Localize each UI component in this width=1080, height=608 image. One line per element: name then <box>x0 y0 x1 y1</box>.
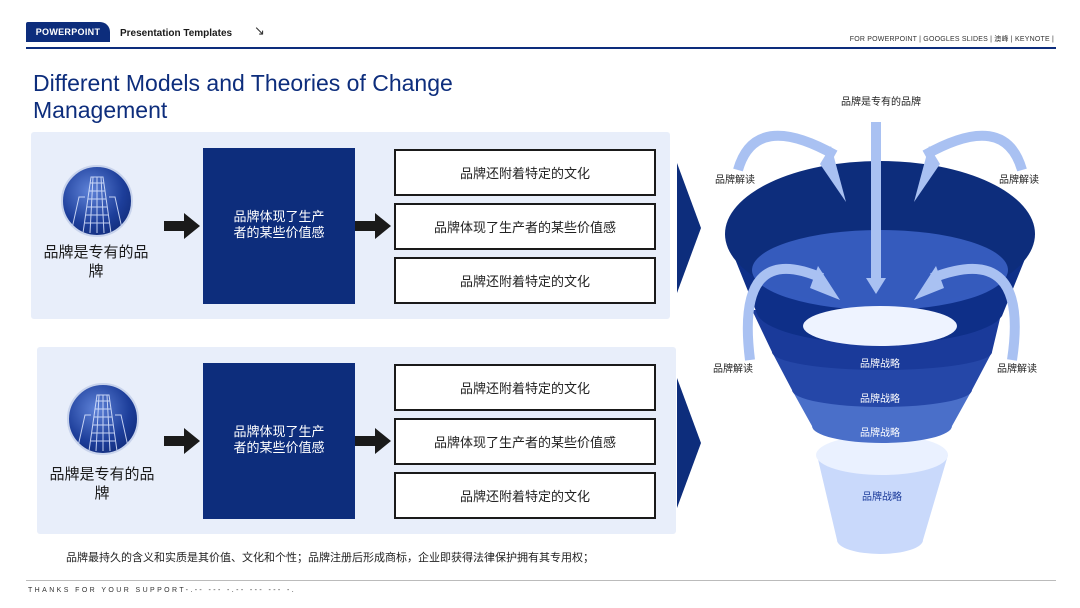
funnel-side-label-tl: 品牌解读 <box>715 175 755 186</box>
funnel-side-label-bl: 品牌解读 <box>713 364 753 375</box>
building-icon <box>67 383 139 455</box>
panel-2-core-box: 品牌体现了生产者的某些价值感 <box>203 363 355 519</box>
right-arrow-icon <box>355 428 391 454</box>
funnel-diagram <box>725 122 1035 554</box>
right-arrow-icon <box>164 213 200 239</box>
footer-divider <box>26 580 1056 581</box>
funnel-side-label-tr: 品牌解读 <box>999 175 1039 186</box>
diagonal-arrow-icon: ↘ <box>254 24 265 39</box>
chevron-arrow-icon <box>677 378 701 508</box>
footer-text: THANKS FOR YOUR SUPPORT-.-- --- -.-- ---… <box>28 587 297 594</box>
panel-2-item-3: 品牌还附着特定的文化 <box>394 472 656 519</box>
building-icon <box>61 165 133 237</box>
curved-arrow-icon <box>733 130 1027 361</box>
funnel-layer-3-label: 品牌战略 <box>860 428 900 439</box>
header-platforms: FOR POWERPOINT | GOOGLES SLIDES | 澳峰 | K… <box>849 36 1054 43</box>
header-divider <box>26 47 1056 49</box>
page-title: Different Models and Theories of Change … <box>33 70 453 123</box>
header-title: Presentation Templates <box>120 28 233 39</box>
funnel-side-label-br: 品牌解读 <box>997 364 1037 375</box>
funnel-layer-1-label: 品牌战略 <box>860 359 900 370</box>
funnel-bottom-cup <box>817 455 948 554</box>
panel-1-item-1: 品牌还附着特定的文化 <box>394 149 656 196</box>
chevron-arrow-icon <box>677 163 701 293</box>
panel-1-left-label: 品牌是专有的品牌 <box>43 243 149 280</box>
right-arrow-icon <box>355 213 391 239</box>
right-arrow-icon <box>164 428 200 454</box>
panel-2-item-2: 品牌体现了生产者的某些价值感 <box>394 418 656 465</box>
panel-2-left-label: 品牌是专有的品牌 <box>49 465 155 502</box>
funnel-layer-2-label: 品牌战略 <box>860 394 900 405</box>
powerpoint-badge: POWERPOINT <box>26 22 110 42</box>
funnel-layer-4-label: 品牌战略 <box>862 492 902 503</box>
panel-1-item-2: 品牌体现了生产者的某些价值感 <box>394 203 656 250</box>
panel-1-core-box: 品牌体现了生产者的某些价值感 <box>203 148 355 304</box>
panel-2-item-1: 品牌还附着特定的文化 <box>394 364 656 411</box>
footnote: 品牌最持久的含义和实质是其价值、文化和个性；品牌注册后形成商标，企业即获得法律保… <box>66 551 594 564</box>
funnel-top-label: 品牌是专有的品牌 <box>841 97 921 108</box>
panel-1-item-3: 品牌还附着特定的文化 <box>394 257 656 304</box>
